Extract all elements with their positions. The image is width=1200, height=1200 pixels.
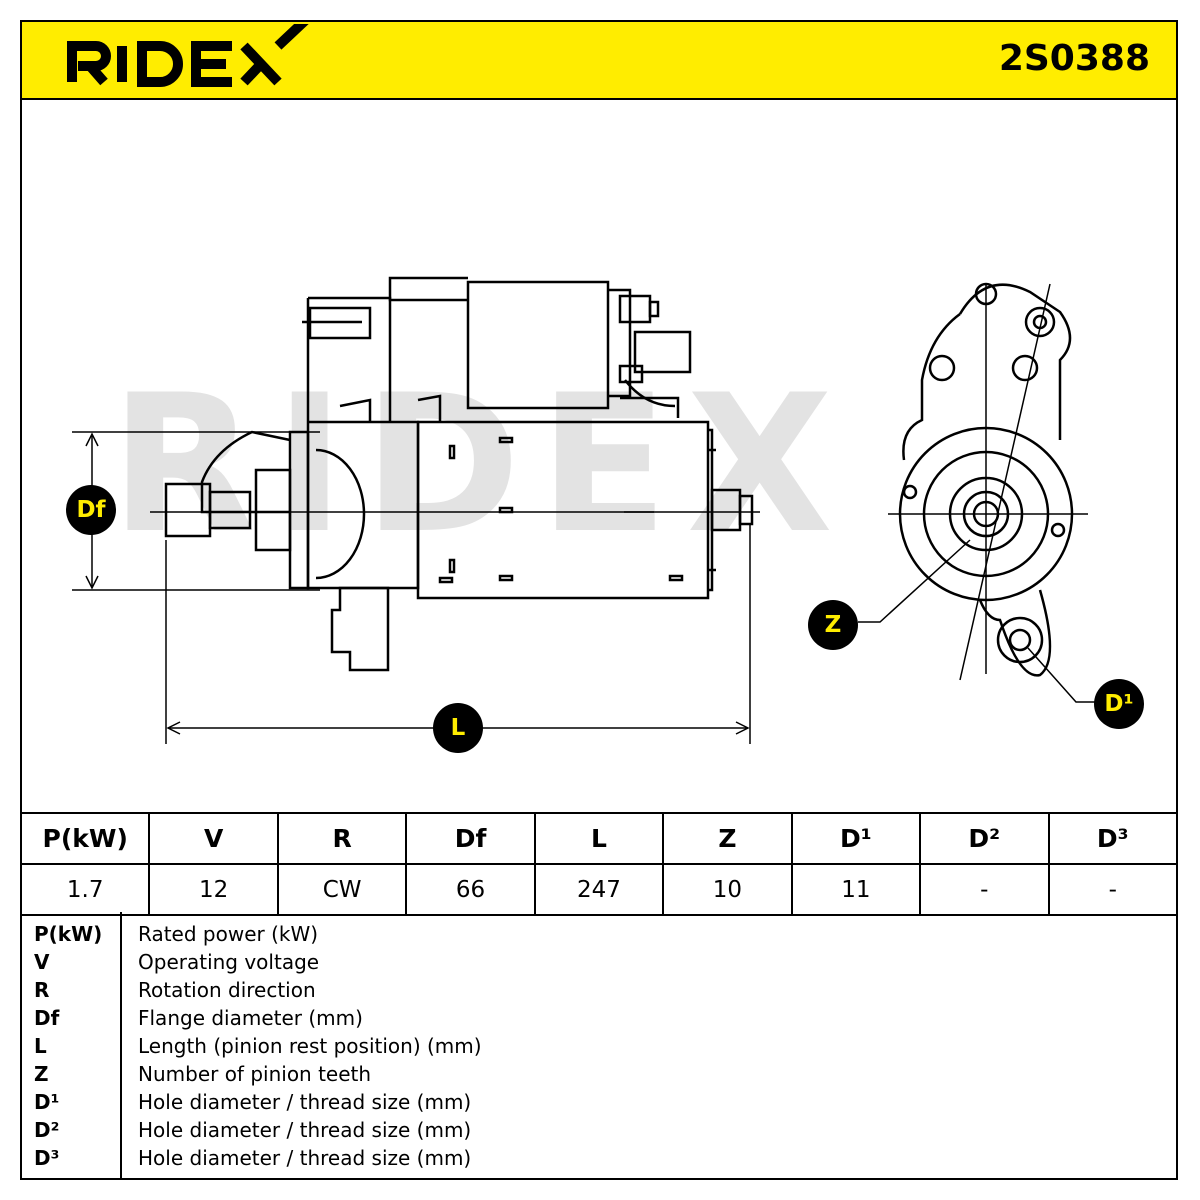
legend-key: Z <box>34 1062 49 1086</box>
spec-header: D¹ <box>790 812 922 865</box>
header-bar: RIDEX 2S0388 <box>20 10 1178 102</box>
legend-key: L <box>34 1034 47 1058</box>
legend-key: V <box>34 950 50 974</box>
legend-desc: Rated power (kW) <box>138 922 319 946</box>
legend-key: D¹ <box>34 1090 60 1114</box>
spec-value: 1.7 <box>19 863 151 916</box>
technical-drawing: RIDEX <box>20 100 1178 812</box>
spec-header: R <box>276 812 408 865</box>
solenoid-connector <box>633 330 692 374</box>
legend-key: R <box>34 978 50 1002</box>
drawing-watermark: RIDEX <box>110 354 851 575</box>
part-number: 2S0388 <box>998 38 1150 79</box>
legend-desc: Rotation direction <box>138 978 316 1002</box>
legend-key: P(kW) <box>34 922 103 946</box>
legend-item: D² Hole diameter / thread size (mm) <box>22 1118 1172 1146</box>
df-badge: Df <box>66 485 116 535</box>
spec-value: CW <box>276 863 408 916</box>
brand-logo: RIDEX <box>44 10 324 102</box>
starter-motor-drawing: RIDEX <box>72 276 1096 744</box>
spec-value: - <box>1047 863 1178 916</box>
legend-desc: Operating voltage <box>138 950 320 974</box>
legend-desc: Flange diameter (mm) <box>138 1006 363 1030</box>
legend-desc: Number of pinion teeth <box>138 1062 372 1086</box>
legend-item: V Operating voltage <box>22 950 1172 978</box>
spec-value: 66 <box>405 863 536 916</box>
spec-header: P(kW) <box>19 812 151 865</box>
spec-value: 12 <box>148 863 279 916</box>
spec-value: 10 <box>662 863 793 916</box>
l-badge: L <box>433 703 483 753</box>
legend-desc: Hole diameter / thread size (mm) <box>138 1118 472 1142</box>
solenoid <box>466 280 610 410</box>
spec-header: D² <box>919 812 1050 865</box>
z-badge: Z <box>808 600 858 650</box>
spec-header: Df <box>405 812 536 865</box>
legend-desc: Hole diameter / thread size (mm) <box>138 1146 472 1170</box>
legend-divider <box>120 912 122 1178</box>
lower-bracket <box>330 586 390 672</box>
spec-header: L <box>533 812 665 865</box>
legend-item: R Rotation direction <box>22 978 1172 1006</box>
legend-item: Df Flange diameter (mm) <box>22 1006 1172 1034</box>
legend-key: Df <box>34 1006 60 1030</box>
spec-value-row: 1.7 12 CW 66 247 10 11 - - <box>19 863 1178 916</box>
legend-item: P(kW) Rated power (kW) <box>22 922 1172 950</box>
spec-table: P(kW) V R Df L Z D¹ D² D³ 1.7 12 CW 66 2… <box>19 812 1178 916</box>
legend-item: D¹ Hole diameter / thread size (mm) <box>22 1090 1172 1118</box>
spec-header: Z <box>662 812 793 865</box>
spec-value: 247 <box>533 863 665 916</box>
legend-item: Z Number of pinion teeth <box>22 1062 1172 1090</box>
spec-value: 11 <box>790 863 922 916</box>
legend-key: D² <box>34 1118 60 1142</box>
legend-item: D³ Hole diameter / thread size (mm) <box>22 1146 1172 1174</box>
legend-desc: Length (pinion rest position) (mm) <box>138 1034 482 1058</box>
d1-badge: D¹ <box>1094 679 1144 729</box>
legend-desc: Hole diameter / thread size (mm) <box>138 1090 472 1114</box>
spec-value: - <box>919 863 1050 916</box>
spec-header-row: P(kW) V R Df L Z D¹ D² D³ <box>19 812 1178 865</box>
spec-header: D³ <box>1047 812 1178 865</box>
spec-header: V <box>148 812 279 865</box>
legend-key: D³ <box>34 1146 60 1170</box>
legend-item: L Length (pinion rest position) (mm) <box>22 1034 1172 1062</box>
legend: P(kW) Rated power (kW) V Operating volta… <box>20 912 1178 1180</box>
